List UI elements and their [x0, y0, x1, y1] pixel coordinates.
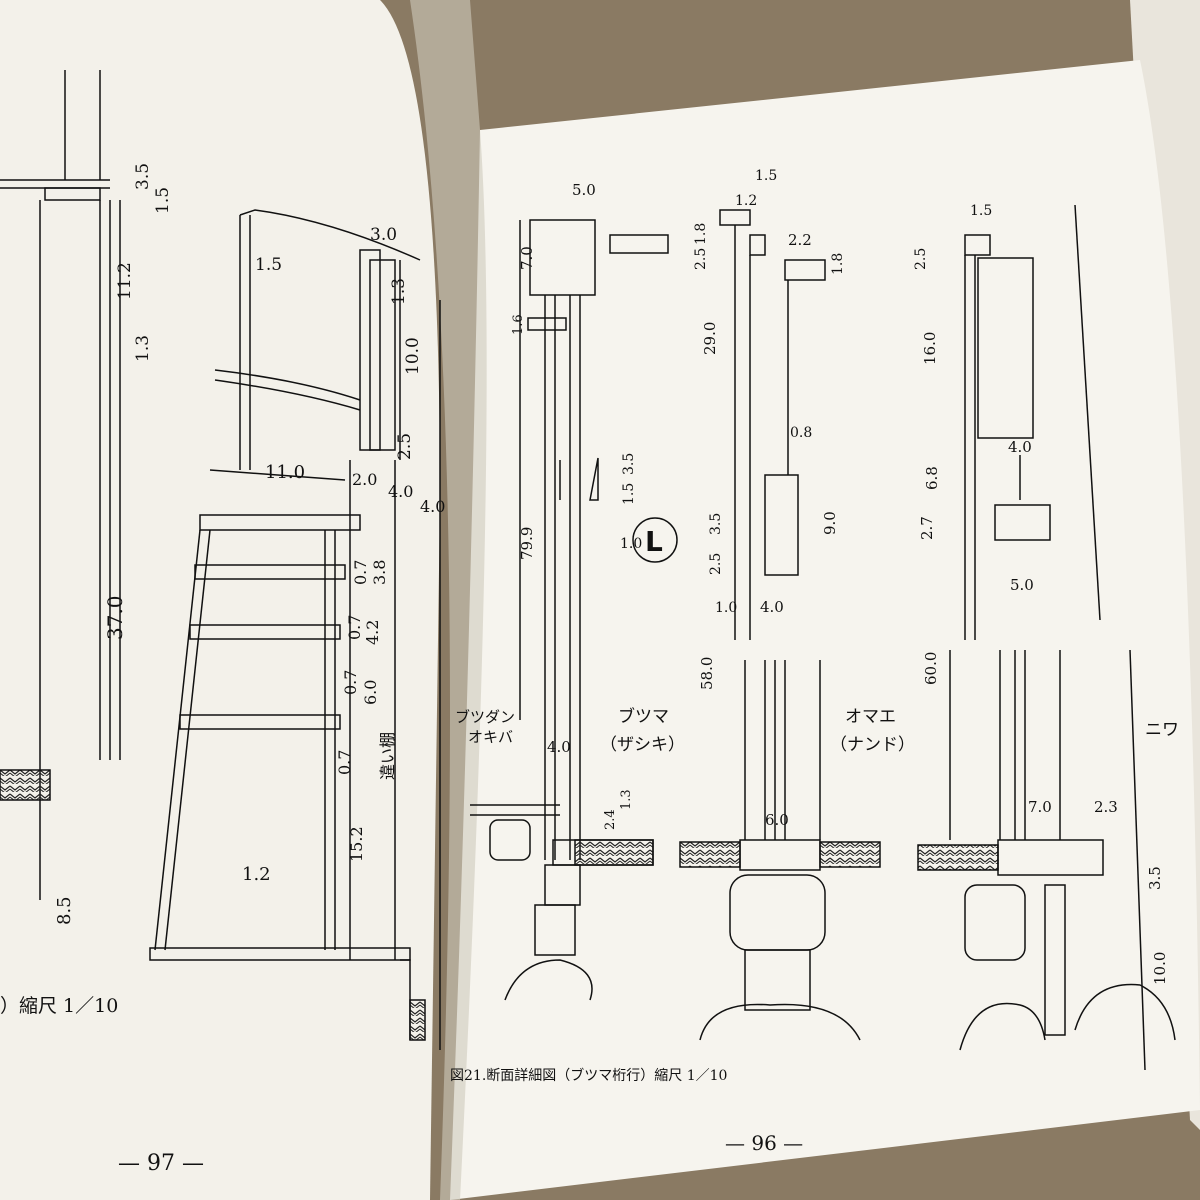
- dim-label: 10.0: [1151, 952, 1169, 985]
- dim-label: 0.7: [351, 560, 370, 585]
- dim-label: 1.5: [755, 168, 777, 184]
- room-label: 違い棚: [378, 732, 397, 780]
- right-drawing: [470, 204, 1176, 1071]
- room-label: （ナンド）: [830, 735, 915, 755]
- dim-label: 58.0: [698, 657, 716, 690]
- dim-label: 1.5: [153, 187, 173, 214]
- dim-label: 15.2: [347, 826, 366, 862]
- room-label: ブツダン: [455, 708, 515, 726]
- dim-label: 7.0: [518, 246, 536, 270]
- l-marker-label: L: [645, 525, 663, 558]
- dim-label: 2.5: [913, 248, 929, 270]
- dim-label: 9.0: [821, 511, 839, 535]
- dim-label: 1.2: [242, 864, 271, 885]
- dim-label: 11.0: [265, 462, 305, 483]
- dim-label: 3.5: [621, 453, 637, 475]
- dim-label: 29.0: [701, 322, 719, 355]
- dim-label: 8.5: [54, 896, 75, 925]
- dim-label: 1.3: [389, 278, 409, 305]
- dim-label: 79.9: [518, 527, 536, 560]
- dim-label: 2.4: [603, 809, 618, 830]
- dim-label: 5.0: [572, 181, 596, 199]
- dim-label: 10.0: [403, 337, 423, 375]
- dim-label: 1.5: [621, 483, 637, 505]
- dim-label: 1.5: [970, 203, 992, 219]
- dim-label: 11.2: [115, 262, 135, 300]
- dim-label: 7.0: [1028, 798, 1052, 816]
- right-page-number: — 96 —: [725, 1131, 803, 1155]
- dim-label: 4.2: [363, 620, 382, 645]
- dim-label: 0.7: [341, 670, 360, 695]
- dim-label: 0.7: [335, 750, 354, 775]
- dim-label: 4.0: [388, 482, 413, 501]
- l-marker: L: [632, 517, 678, 563]
- room-label: ブツマ: [618, 706, 669, 727]
- dim-label: 37.0: [103, 595, 127, 640]
- dim-label: 1.2: [735, 193, 757, 209]
- dim-label: 3.5: [708, 513, 724, 535]
- left-page-number: — 97 —: [118, 1151, 204, 1176]
- dim-label: 4.0: [420, 497, 445, 516]
- dim-label: 6.0: [361, 680, 380, 705]
- left-caption: ）縮尺 1／10: [0, 995, 118, 1017]
- dim-label: 4.0: [547, 738, 571, 756]
- dim-label: 5.0: [1010, 576, 1034, 594]
- dim-label: 2.0: [352, 470, 377, 489]
- left-dimensions: 3.5 1.5 1.5 3.0 11.2 1.3 10.0 1.3 2.5 11…: [54, 163, 445, 925]
- dim-label: 2.7: [918, 516, 936, 540]
- dim-label: 1.8: [830, 253, 846, 275]
- dim-label: 60.0: [922, 652, 940, 685]
- room-label: オマエ: [845, 707, 896, 727]
- dim-label: 4.0: [760, 598, 784, 616]
- dim-label: 6.0: [765, 811, 789, 829]
- dim-label: 2.3: [1094, 798, 1118, 816]
- left-drawing: [0, 70, 441, 1050]
- dim-label: 6.8: [923, 466, 941, 490]
- dim-label: 16.0: [921, 332, 939, 365]
- right-page: [450, 60, 1200, 1200]
- dim-label: 1.0: [620, 536, 642, 552]
- dim-label: 2.5: [708, 553, 724, 575]
- gutter-shadow: [410, 0, 487, 1200]
- dim-label: 3.5: [133, 163, 153, 190]
- dim-label: 1.0: [715, 600, 737, 616]
- dim-label: 1.3: [619, 789, 634, 810]
- dim-label: 2.5: [693, 248, 709, 270]
- room-label: （ザシキ）: [600, 735, 685, 755]
- right-dimensions: 5.0 1.5 1.2 1.5 2.2 1.8 2.5 1.8 2.5 7.0 …: [511, 168, 1169, 985]
- room-label: オキバ: [468, 728, 513, 746]
- room-label: ニワ: [1145, 720, 1179, 740]
- dim-label: 3.0: [370, 225, 397, 245]
- dim-label: 3.5: [1146, 866, 1164, 890]
- dim-label: 1.6: [511, 314, 526, 335]
- dim-label: 4.0: [1008, 438, 1032, 456]
- dim-label: 2.2: [788, 231, 812, 249]
- dim-label: 1.8: [693, 223, 709, 245]
- room-labels: ブツダン オキバ ブツマ （ザシキ） オマエ （ナンド） ニワ: [455, 706, 1179, 755]
- dim-label: 0.8: [790, 425, 812, 441]
- dim-label: 1.3: [133, 335, 153, 362]
- dim-label: 1.5: [255, 255, 282, 275]
- dim-label: 3.8: [370, 560, 389, 585]
- dim-label: 0.7: [345, 615, 364, 640]
- figure-caption: 図21.断面詳細図（ブツマ桁行）縮尺 1／10: [450, 1067, 727, 1084]
- dim-label: 2.5: [395, 433, 415, 460]
